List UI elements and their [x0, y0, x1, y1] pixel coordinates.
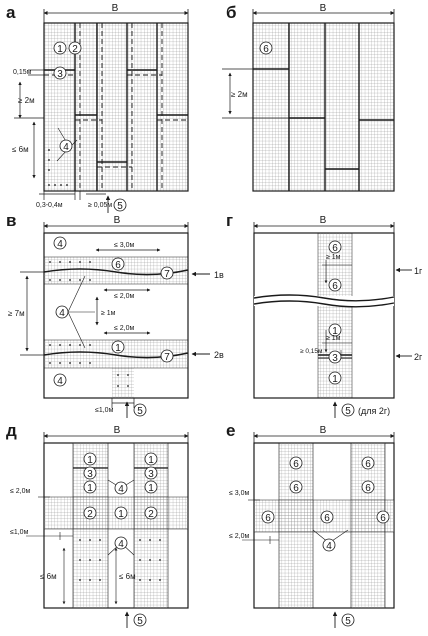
panel-label-a: а [6, 3, 16, 22]
marker-1: 1 [148, 455, 154, 466]
marker-4: 4 [326, 541, 332, 552]
marker-1: 1 [57, 44, 63, 55]
marker-7: 7 [164, 352, 170, 363]
marker-6: 6 [265, 513, 271, 524]
marker-1: 1 [332, 374, 338, 385]
arrow-label-2v: 2в [214, 350, 224, 360]
marker-6: 6 [263, 44, 269, 55]
dim-le-2a: ≤ 2,0м [114, 293, 135, 300]
marker-4: 4 [118, 484, 124, 495]
marker-4: 4 [118, 539, 124, 550]
marker-6: 6 [324, 513, 330, 524]
dim-ge-1: ≥ 1м [101, 310, 116, 317]
dim-le-6b: ≤ 6м [119, 572, 136, 581]
dim-0-15: 0,15м [13, 69, 32, 76]
marker-3: 3 [148, 469, 154, 480]
marker-5: 5 [137, 616, 143, 627]
panel-v: 4 6 7 1 7 4 4 5 ≤ 3,0м ≤ 2,0м ≥ 1м ≤ 2,0… [8, 215, 224, 418]
marker-4: 4 [57, 376, 63, 387]
marker-6: 6 [365, 483, 371, 494]
dim-le-2: ≤ 2,0м [10, 488, 31, 495]
marker-6: 6 [365, 459, 371, 470]
marker-3: 3 [87, 469, 93, 480]
marker-1: 1 [118, 509, 124, 520]
width-label-a: В [112, 3, 119, 14]
panel-label-d: д [6, 421, 17, 440]
marker-6: 6 [293, 459, 299, 470]
dim-ge-0-15: ≥ 0,15м [300, 348, 323, 355]
dim-ge-2m: ≥ 2м [18, 96, 35, 105]
marker-6: 6 [332, 281, 338, 292]
marker-1: 1 [87, 483, 93, 494]
width-label-d: В [114, 425, 121, 436]
panel-b: 6 ≥ 2м В [222, 3, 395, 192]
dim-ge-7: ≥ 7м [8, 309, 25, 318]
panel-label-v: в [6, 211, 17, 230]
marker-2: 2 [87, 509, 93, 520]
dim-0-3-0-4: 0,3-0,4м [36, 202, 63, 209]
panel-g: 6 6 1 3 1 5 ≥ 1м ≥ 1м ≥ 0,15м (для 2г) 1… [253, 215, 423, 418]
dim-ge-0-05: ≥ 0,05м [88, 202, 112, 209]
dim-le-3: ≤ 3,0м [114, 242, 135, 249]
marker-3: 3 [57, 69, 63, 80]
marker-6: 6 [293, 483, 299, 494]
marker-4: 4 [59, 308, 65, 319]
marker-5: 5 [137, 406, 143, 417]
marker-6: 6 [115, 260, 121, 271]
marker-2: 2 [72, 44, 78, 55]
marker-1: 1 [148, 483, 154, 494]
dim-le-6a: ≤ 6м [40, 572, 57, 581]
dim-le-2: ≤ 2,0м [229, 533, 250, 540]
arrow-label-1v: 1в [214, 270, 224, 280]
width-label-v: В [114, 215, 121, 226]
dim-ge-1a: ≥ 1м [326, 254, 341, 261]
marker-1: 1 [87, 455, 93, 466]
dim-ge-2m: ≥ 2м [231, 90, 248, 99]
marker-7: 7 [164, 269, 170, 280]
panel-e: 6 6 6 6 6 6 6 4 5 ≤ 3,0м ≤ 2,0м В [229, 425, 395, 628]
marker-4: 4 [63, 142, 69, 153]
dim-le-6m: ≤ 6м [12, 145, 29, 154]
marker-5: 5 [117, 201, 123, 212]
panel-label-g: г [226, 211, 234, 230]
panel-d: 1 3 1 1 3 1 2 1 2 4 4 5 ≤ 2,0м ≤1,0м ≤ 6… [10, 425, 189, 628]
marker-5: 5 [345, 406, 351, 417]
marker-1: 1 [115, 343, 121, 354]
marker-1: 1 [332, 326, 338, 337]
width-label-b: В [320, 3, 327, 14]
marker-2: 2 [148, 509, 154, 520]
marker-6: 6 [380, 513, 386, 524]
panel-a: 1 2 3 4 5 0,15м ≥ 2м ≤ 6м 0,3-0,4м ≥ 0,0… [12, 3, 189, 213]
dim-le-2b: ≤ 2,0м [114, 325, 135, 332]
panel-label-b: б [226, 3, 237, 22]
arrow-label-1g: 1г [414, 266, 423, 276]
arrow-label-2g: 2г [414, 352, 423, 362]
note-for-2g: (для 2г) [358, 406, 390, 416]
panel-label-e: е [226, 421, 236, 440]
dim-le-1: ≤1,0м [95, 407, 114, 414]
dim-le-3: ≤ 3,0м [229, 490, 250, 497]
dim-le-1: ≤1,0м [10, 529, 29, 536]
width-label-e: В [320, 425, 327, 436]
width-label-g: В [320, 215, 327, 226]
marker-6: 6 [332, 243, 338, 254]
marker-5: 5 [345, 616, 351, 627]
marker-4: 4 [57, 239, 63, 250]
dim-ge-1b: ≥ 1м [326, 335, 341, 342]
marker-3: 3 [332, 353, 338, 364]
